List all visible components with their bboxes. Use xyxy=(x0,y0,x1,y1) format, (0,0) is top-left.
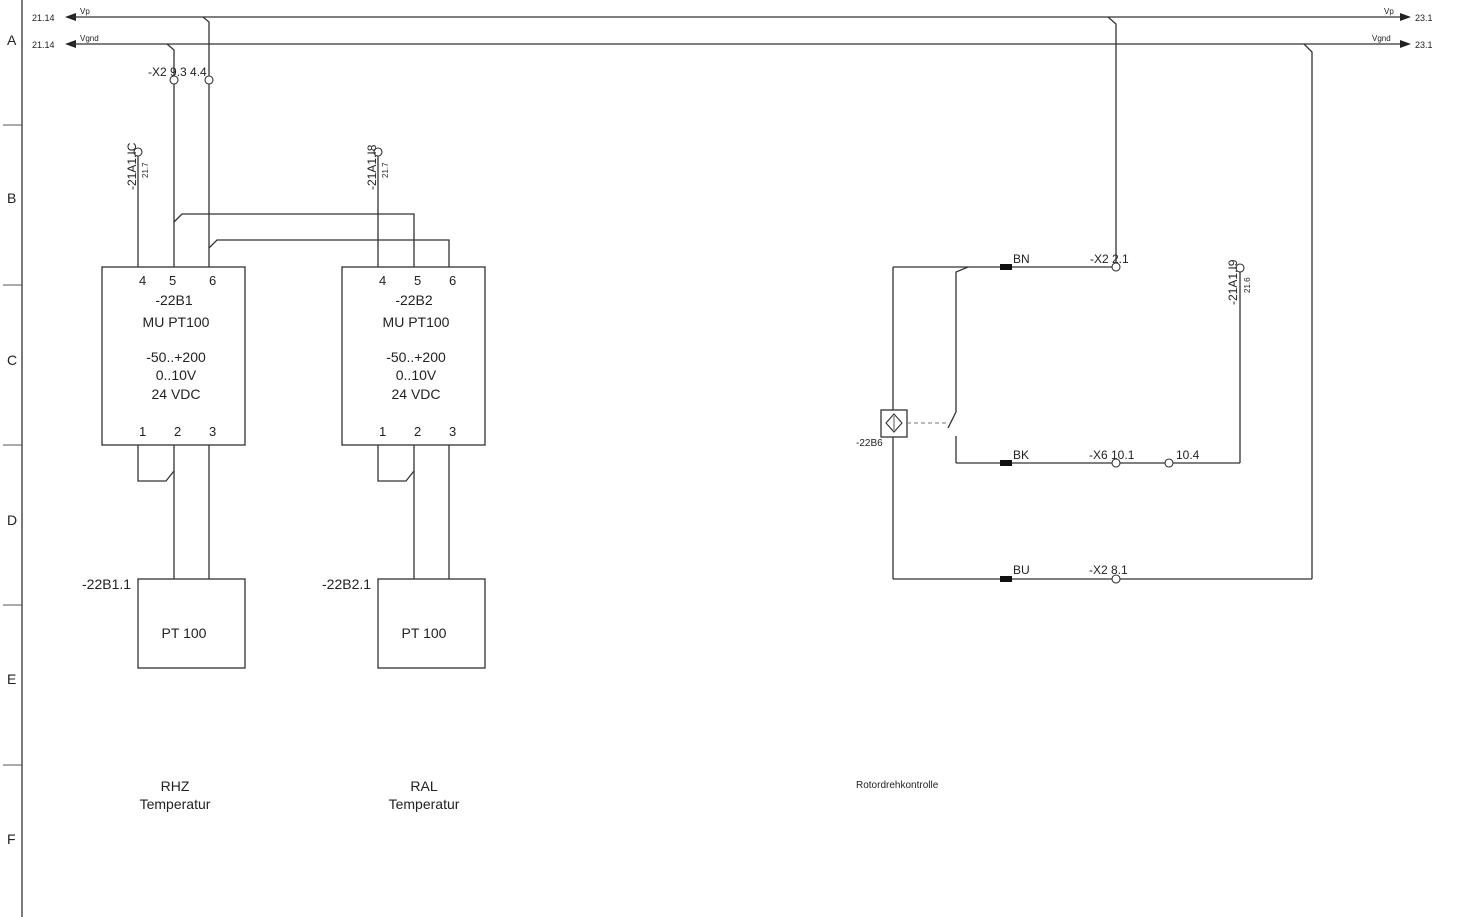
rail-vgnd-name-right: Vgnd xyxy=(1372,34,1391,43)
terminal-icon xyxy=(1111,574,1121,584)
module2-caption-2: Temperatur xyxy=(389,796,460,812)
module-22b1: -21A1.IC 21.7 4 5 6 -22B1 MU PT100 -50..… xyxy=(82,142,246,812)
rotor-caption: Rotordrehkontrolle xyxy=(856,780,939,791)
rail-vp-name-right: Vp xyxy=(1384,7,1394,16)
module1-supply: 24 VDC xyxy=(151,386,200,402)
terminal-icon xyxy=(1164,458,1174,468)
wire-bu-label: BU xyxy=(1013,563,1030,577)
module-22b2: -21A1.I8 21.7 4 5 6 -22B2 MU PT100 -50..… xyxy=(322,144,486,812)
module2-output: 0..10V xyxy=(396,367,437,383)
module1-pin-5: 5 xyxy=(169,273,176,288)
plc-terminal-icon xyxy=(1235,263,1245,273)
rail-vgnd-right-ref: 23.1 xyxy=(1415,40,1433,50)
module1-sensor-tag: -22B1.1 xyxy=(82,576,131,592)
module2-sensor-box xyxy=(377,578,486,669)
rail-vp-left-ref: 21.14 xyxy=(32,13,55,23)
rail-vgnd-left-ref: 21.14 xyxy=(32,40,55,50)
module2-plc-page: 21.7 xyxy=(381,162,390,178)
module1-range: -50..+200 xyxy=(146,349,206,365)
rail-vgnd-name-left: Vgnd xyxy=(80,34,99,43)
rotor-plc-page: 21.6 xyxy=(1243,277,1252,293)
module2-supply: 24 VDC xyxy=(391,386,440,402)
module1-caption-2: Temperatur xyxy=(140,796,211,812)
module2-pin-5: 5 xyxy=(414,273,421,288)
terminal-icon xyxy=(204,75,214,85)
row-label-d: D xyxy=(7,512,17,528)
term-bu-label: -X2 8.1 xyxy=(1089,563,1128,577)
arrow-left-icon xyxy=(65,40,76,48)
rotor-circuit: -22B6 BN -X2 2.1 BK -X6 10.1 10.4 -21A1.… xyxy=(856,16,1313,791)
module1-model: MU PT100 xyxy=(143,314,210,330)
rotor-sensor-tag: -22B6 xyxy=(856,438,883,449)
module1-pin-3: 3 xyxy=(209,424,216,439)
terminal-icon xyxy=(1111,262,1121,272)
rail-vp: 21.14 Vp Vp 23.1 xyxy=(32,7,1433,23)
module1-plc-page: 21.7 xyxy=(141,162,150,178)
terminal-icon xyxy=(1111,458,1121,468)
arrow-left-icon xyxy=(65,13,76,21)
module2-pin-3: 3 xyxy=(449,424,456,439)
module1-box xyxy=(101,266,246,446)
row-label-f: F xyxy=(7,831,16,847)
module1-caption-1: RHZ xyxy=(161,778,190,794)
module2-model: MU PT100 xyxy=(383,314,450,330)
wire-bn-label: BN xyxy=(1013,252,1030,266)
terminal-icon xyxy=(169,75,179,85)
module2-tag: -22B2 xyxy=(395,292,433,308)
module2-sensor-tag: -22B2.1 xyxy=(322,576,371,592)
row-label-c: C xyxy=(7,352,17,368)
connector-icon xyxy=(1000,264,1012,270)
connector-icon xyxy=(1000,460,1012,466)
wire-bk-label: BK xyxy=(1013,448,1029,462)
module1-pin-6: 6 xyxy=(209,273,216,288)
module2-pin-2: 2 xyxy=(414,424,421,439)
module1-plc-ref: -21A1.IC xyxy=(125,142,139,190)
module1-pin-2: 2 xyxy=(174,424,181,439)
row-label-a: A xyxy=(7,32,17,48)
module2-box xyxy=(341,266,486,446)
module2-range: -50..+200 xyxy=(386,349,446,365)
term-bk2-label: 10.4 xyxy=(1176,448,1200,462)
term-bn-label: -X2 2.1 xyxy=(1090,252,1129,266)
module2-plc-ref: -21A1.I8 xyxy=(365,144,379,190)
module1-tag: -22B1 xyxy=(155,292,193,308)
diamond-icon xyxy=(885,413,903,433)
module2-caption-1: RAL xyxy=(410,778,437,794)
row-label-b: B xyxy=(7,190,16,206)
top-terminals-label: -X2 9.3 4.4 xyxy=(148,65,207,79)
supply-drops: -X2 9.3 4.4 xyxy=(148,16,450,267)
row-label-e: E xyxy=(7,671,16,687)
module1-sensor-label: PT 100 xyxy=(162,625,207,641)
rail-vp-right-ref: 23.1 xyxy=(1415,13,1433,23)
term-bk-label: -X6 10.1 xyxy=(1089,448,1135,462)
rail-vp-name-left: Vp xyxy=(80,7,90,16)
arrow-right-icon xyxy=(1400,40,1411,48)
module2-pin-1: 1 xyxy=(379,424,386,439)
module1-pin-1: 1 xyxy=(139,424,146,439)
rotor-plc-ref: -21A1.I9 xyxy=(1226,259,1240,305)
module1-output: 0..10V xyxy=(156,367,197,383)
connector-icon xyxy=(1000,576,1012,582)
rail-vgnd: 21.14 Vgnd Vgnd 23.1 xyxy=(32,34,1433,50)
module1-pin-4: 4 xyxy=(139,273,146,288)
module2-pin-6: 6 xyxy=(449,273,456,288)
module1-sensor-box xyxy=(137,578,246,669)
module2-sensor-label: PT 100 xyxy=(402,625,447,641)
module2-pin-4: 4 xyxy=(379,273,386,288)
arrow-right-icon xyxy=(1400,13,1411,21)
row-border: A B C D E F xyxy=(3,0,23,917)
